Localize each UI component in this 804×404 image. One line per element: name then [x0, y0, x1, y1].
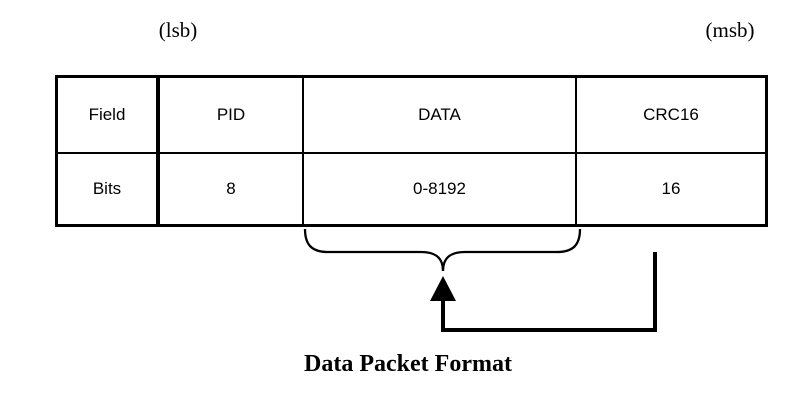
arrow-connector-line [441, 252, 657, 332]
arrowhead-up-icon [430, 276, 456, 301]
diagram-caption: Data Packet Format [304, 351, 512, 377]
table-row-field: Field PID DATA CRC16 [55, 75, 768, 154]
table-cell-crc16-bits: 16 [575, 152, 768, 227]
table-cell-field-header: Field [55, 75, 160, 154]
table-cell-crc16: CRC16 [575, 75, 768, 154]
underbrace-icon [303, 228, 582, 272]
table-cell-pid: PID [157, 75, 304, 154]
table-cell-data: DATA [302, 75, 577, 154]
lsb-label: (lsb) [158, 18, 198, 42]
msb-label: (msb) [705, 18, 755, 42]
table-cell-bits-header: Bits [55, 152, 160, 227]
table-cell-pid-bits: 8 [157, 152, 304, 227]
table-cell-data-bits: 0-8192 [302, 152, 577, 227]
packet-format-table: Field PID DATA CRC16 Bits 8 0-8192 16 [55, 75, 768, 227]
table-row-bits: Bits 8 0-8192 16 [55, 152, 768, 227]
